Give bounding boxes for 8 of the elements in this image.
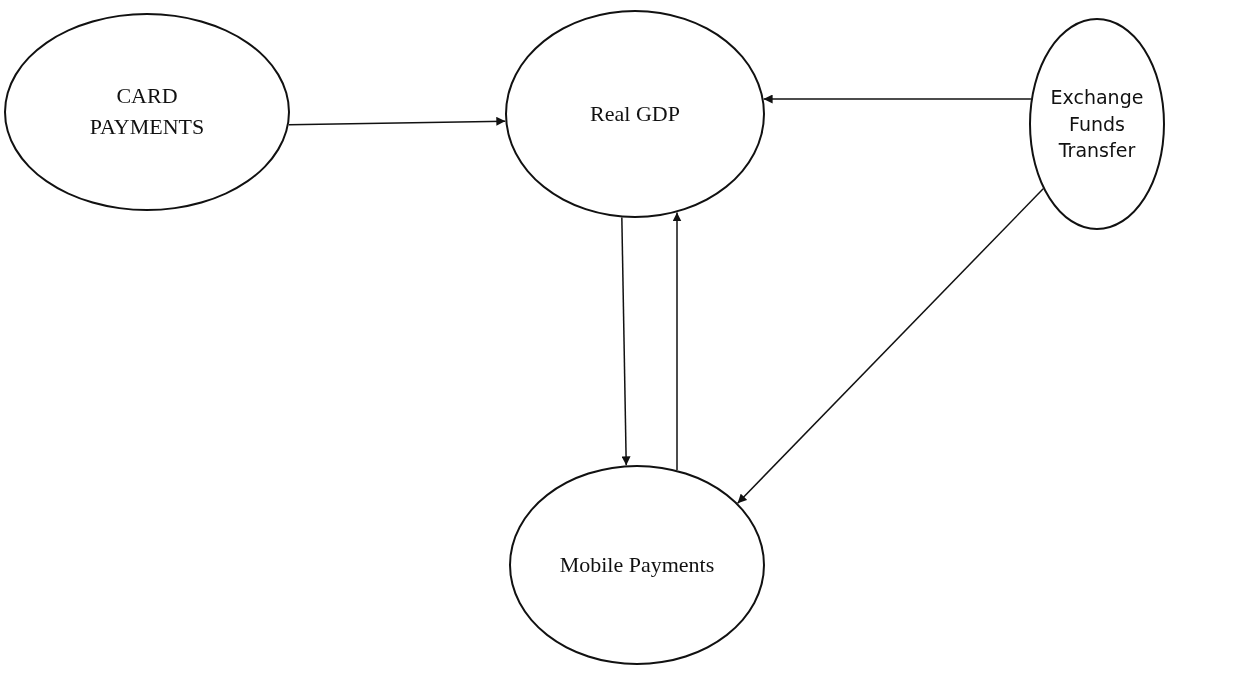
node-label: Real GDP [589, 99, 681, 128]
arrow [736, 188, 1044, 504]
node-label: CARD PAYMENTS [88, 82, 206, 141]
arrow [672, 211, 682, 471]
node-label: Exchange Funds Transfer [1049, 85, 1145, 164]
node-label: Mobile Payments [558, 550, 716, 579]
arrow [288, 116, 507, 126]
arrow [621, 216, 631, 467]
